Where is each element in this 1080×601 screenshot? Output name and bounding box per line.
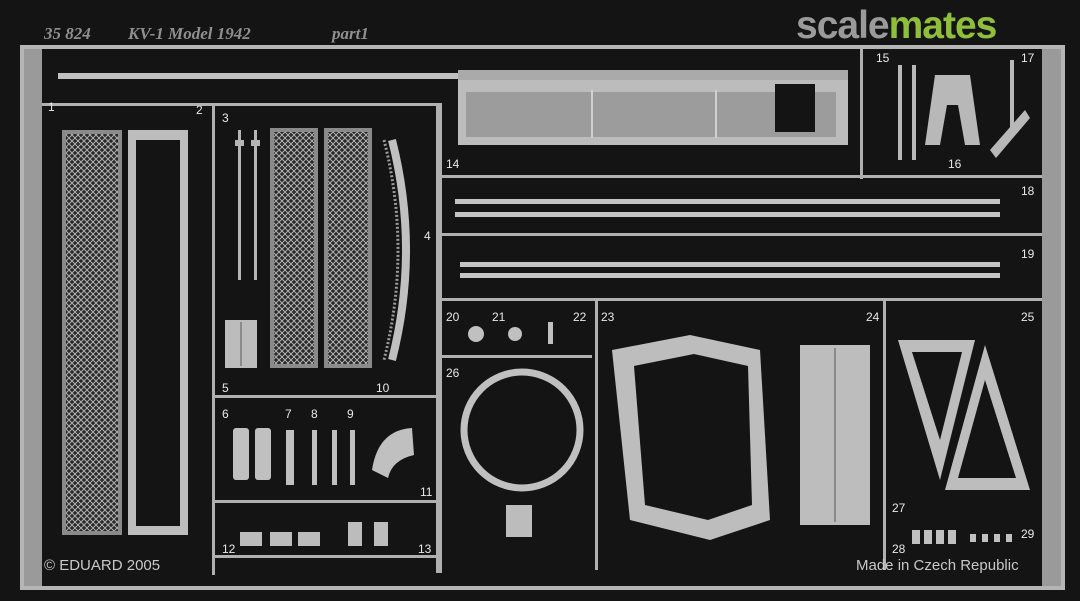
part-number-18: 18 [1021,184,1035,198]
part-number-19: 19 [1021,247,1035,261]
part-number-23: 23 [601,310,615,324]
rods-part-3 [235,130,260,280]
sheet-title: KV-1 Model 1942 [128,24,251,43]
part-number-14: 14 [446,157,460,171]
part-number-12: 12 [222,542,236,556]
track-rods-18-19 [455,199,1000,278]
sheet-part: part1 [332,24,369,43]
part-number-3: 3 [222,111,229,125]
part-number-4: 4 [424,229,431,243]
part-number-13: 13 [418,542,432,556]
part-number-8: 8 [311,407,318,421]
triangles-part-25 [898,340,1030,490]
part-number-1: 1 [48,100,55,114]
part-number-22: 22 [573,310,587,324]
mesh-strip-part-1 [62,130,122,535]
ring-part-26 [460,368,584,537]
part-number-15: 15 [876,51,890,65]
part-number-5: 5 [222,381,229,395]
small-parts-12-13 [240,522,388,546]
frame-part-2 [128,130,188,535]
part-number-6: 6 [222,407,229,421]
part-number-27: 27 [892,501,906,515]
box-part-5 [225,320,257,368]
parts-20-22 [468,322,553,344]
outer-frame [20,45,1065,590]
part-number-20: 20 [446,310,460,324]
sheet-code: 35 824 [44,24,91,43]
part-number-17: 17 [1021,51,1035,65]
mesh-panels-part-10 [270,128,410,368]
part-number-21: 21 [492,310,506,324]
part-number-7: 7 [285,407,292,421]
made-in-text: Made in Czech Republic [856,557,1019,574]
part-number-10: 10 [376,381,390,395]
part-number-25: 25 [1021,310,1035,324]
part-number-16: 16 [948,157,962,171]
part-number-11: 11 [420,485,433,499]
sprue-lines [42,49,1042,575]
part-number-29: 29 [1021,527,1035,541]
panel-part-14 [458,80,848,145]
small-parts-6-9 [233,428,414,485]
part-number-9: 9 [347,407,354,421]
frame-part-23 [612,335,770,540]
part-number-26: 26 [446,366,460,380]
watermark-right: mates [888,4,998,47]
top-rod-part [58,70,848,80]
watermark-left: scale [796,4,890,47]
panel-part-24 [800,345,870,525]
part-number-24: 24 [866,310,880,324]
parts-15-17 [898,60,1030,160]
copyright-text: © EDUARD 2005 [44,557,161,574]
part-number-2: 2 [196,103,203,117]
parts-27-29 [912,530,1012,544]
part-number-28: 28 [892,542,906,556]
scalemates-watermark: scalemates [796,4,998,47]
